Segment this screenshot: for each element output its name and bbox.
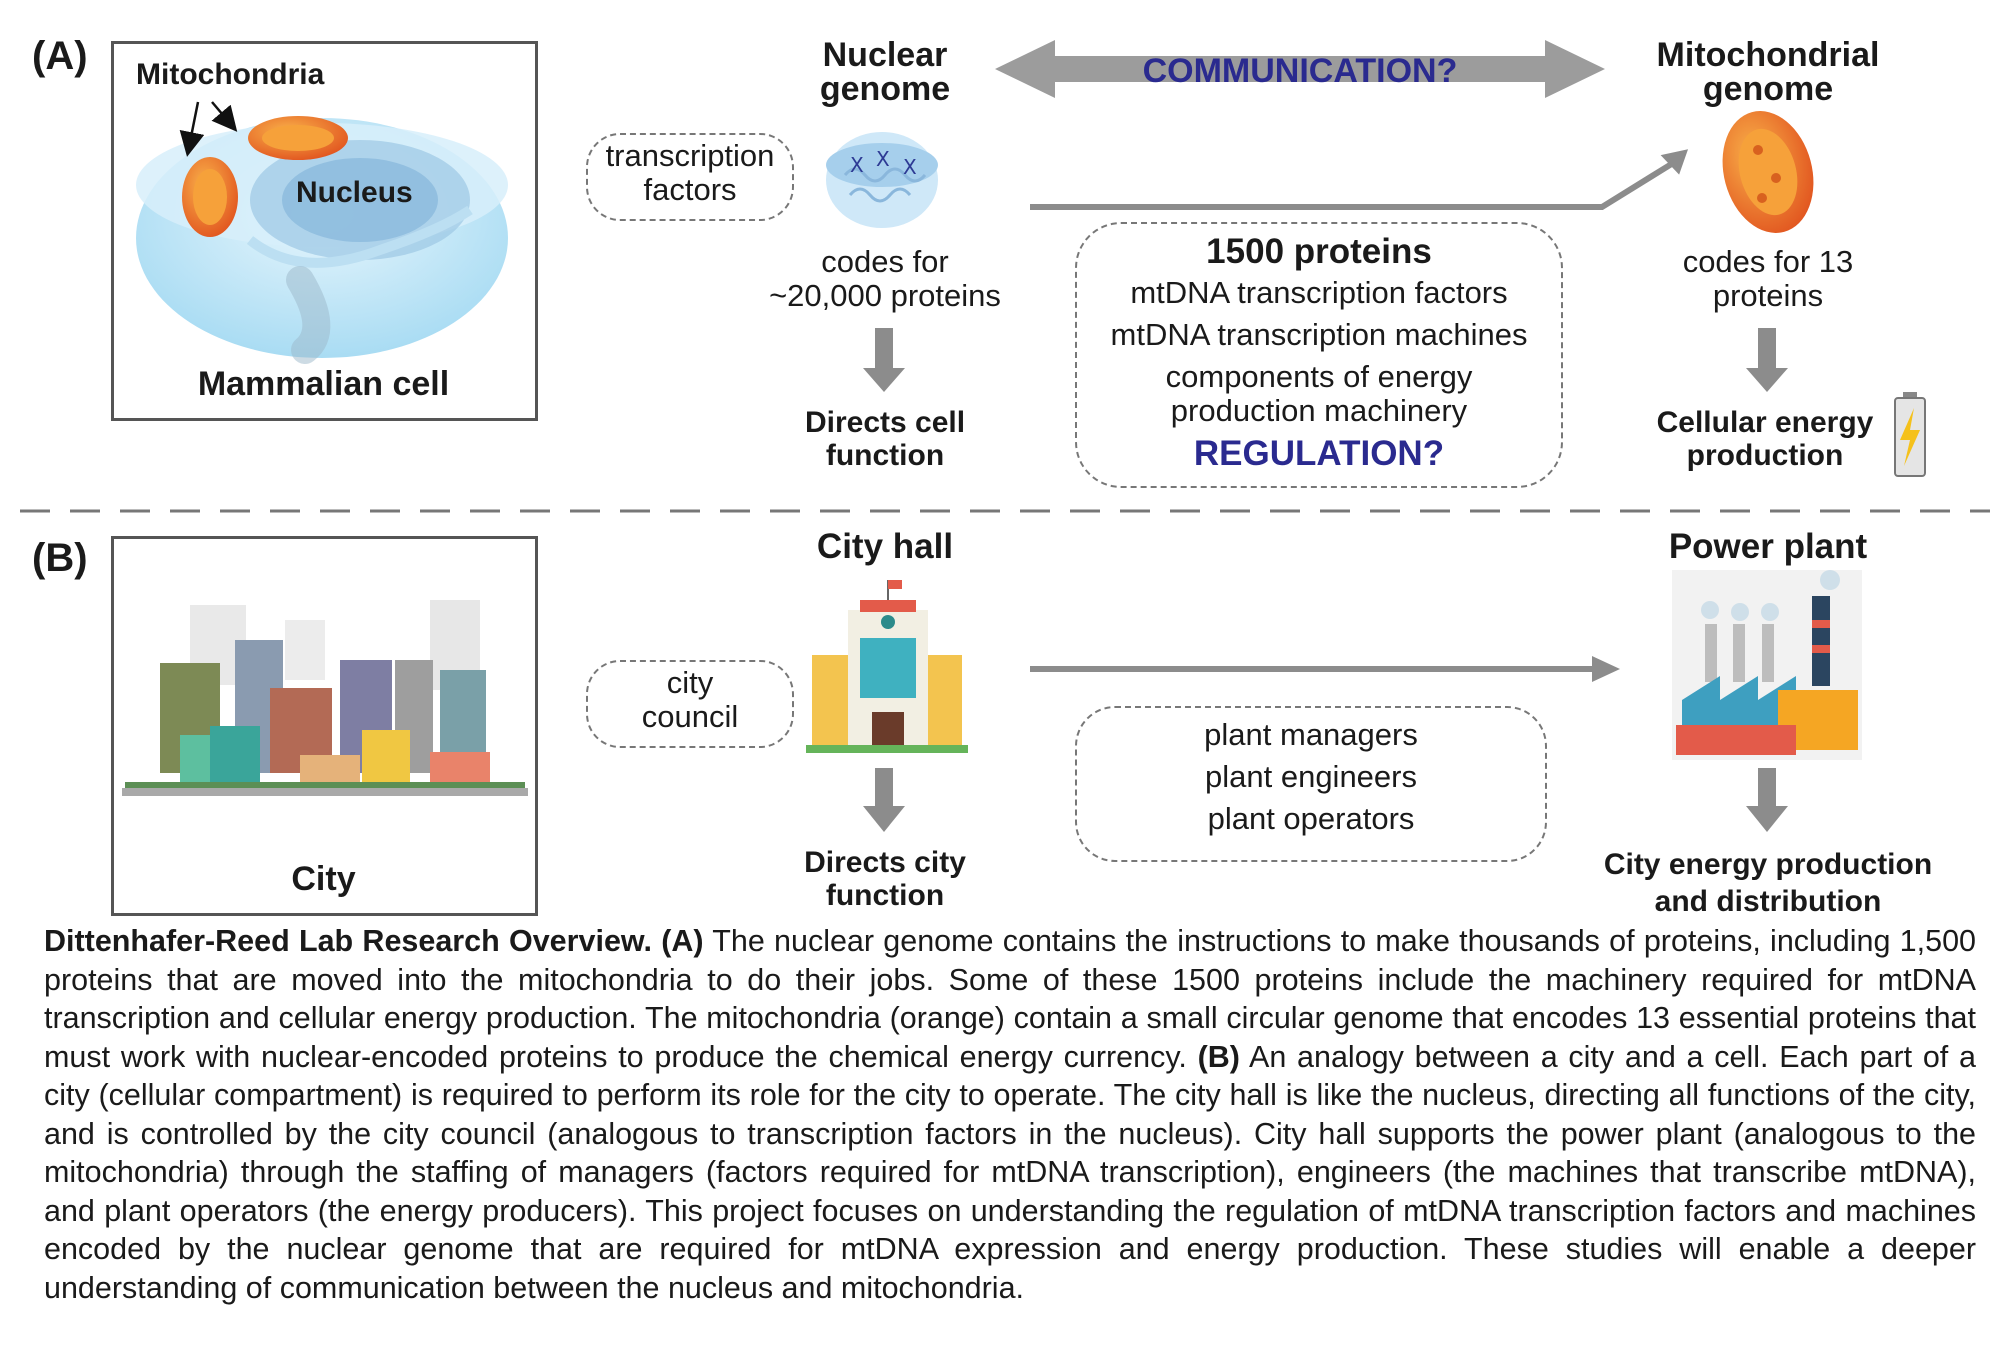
staff-item-1: plant managers <box>1204 717 1418 752</box>
nucleus-to-mito-arrow <box>1030 157 1680 210</box>
plant-staff-box: plant managers plant engineers plant ope… <box>1075 706 1547 862</box>
mitochondrion-icon <box>182 116 348 237</box>
staff-item-2: plant engineers <box>1205 759 1417 794</box>
panel-a-letter: (A) <box>32 34 88 78</box>
mitochondria-label: Mitochondria <box>136 58 325 91</box>
proteins-item-3b: production machinery <box>1170 393 1468 428</box>
city-frame <box>111 536 538 916</box>
cell-frame <box>111 41 538 421</box>
svg-text:X: X <box>903 155 917 179</box>
mitochondrial-genome-icon <box>1722 111 1814 233</box>
proteins-item-2: mtDNA transcription machines <box>1110 317 1528 352</box>
figure-caption: Dittenhafer-Reed Lab Research Overview. … <box>44 922 1976 1307</box>
down-arrow-power-plant <box>1746 768 1788 832</box>
nuclear-genome-icon: X X X <box>826 132 938 228</box>
mito-codes-text: codes for 13 proteins <box>1682 244 1854 313</box>
down-arrow-mito <box>1746 328 1788 392</box>
communication-double-arrow <box>995 40 1605 98</box>
transcription-factors-box: transcription factors <box>586 133 794 221</box>
caption-lead: Dittenhafer-Reed Lab Research Overview. … <box>44 924 704 958</box>
staff-item-3: plant operators <box>1207 801 1415 836</box>
proteins-box: 1500 proteins mtDNA transcription factor… <box>1075 222 1563 488</box>
proteins-title: 1500 proteins <box>1206 232 1432 271</box>
city-illustration <box>122 600 528 796</box>
mito-genome-title: Mitochondrial genome <box>1656 36 1880 108</box>
nucleus-label: Nucleus <box>296 176 413 209</box>
battery-icon <box>1894 392 1926 477</box>
power-plant-title: Power plant <box>1668 527 1868 566</box>
proteins-item-1: mtDNA transcription factors <box>1130 275 1508 310</box>
power-plant-icon <box>1672 570 1862 760</box>
directs-city-function: Directs city function <box>804 846 966 912</box>
down-arrow-nuclear <box>863 328 905 392</box>
svg-text:X: X <box>850 153 864 177</box>
directs-cell-function: Directs cell function <box>804 406 966 472</box>
caption-part-a: The nuclear genome contains the instruct… <box>44 924 1976 1074</box>
cell-caption: Mammalian cell <box>197 365 450 403</box>
city-council-box: city council <box>586 660 794 748</box>
proteins-item-3a: components of energy <box>1165 359 1473 394</box>
nuclear-genome-title: Nuclear genome <box>819 36 951 108</box>
regulation-label: REGULATION? <box>1193 434 1445 473</box>
communication-label: COMMUNICATION? <box>1142 52 1458 90</box>
city-energy-production: City energy production and distribution <box>1603 848 1933 918</box>
city-caption: City <box>291 860 356 898</box>
panel-b-letter: (B) <box>32 536 88 580</box>
caption-part-b: An analogy between a city and a cell. Ea… <box>44 1039 1976 1305</box>
nuclear-codes-text: codes for ~20,000 proteins <box>769 244 1001 313</box>
city-hall-icon <box>806 580 968 753</box>
cellular-energy-production: Cellular energy production <box>1656 406 1874 472</box>
caption-b-marker: (B) <box>1197 1039 1240 1074</box>
down-arrow-city-hall <box>863 768 905 832</box>
city-hall-title: City hall <box>816 527 954 566</box>
svg-text:X: X <box>876 147 890 171</box>
